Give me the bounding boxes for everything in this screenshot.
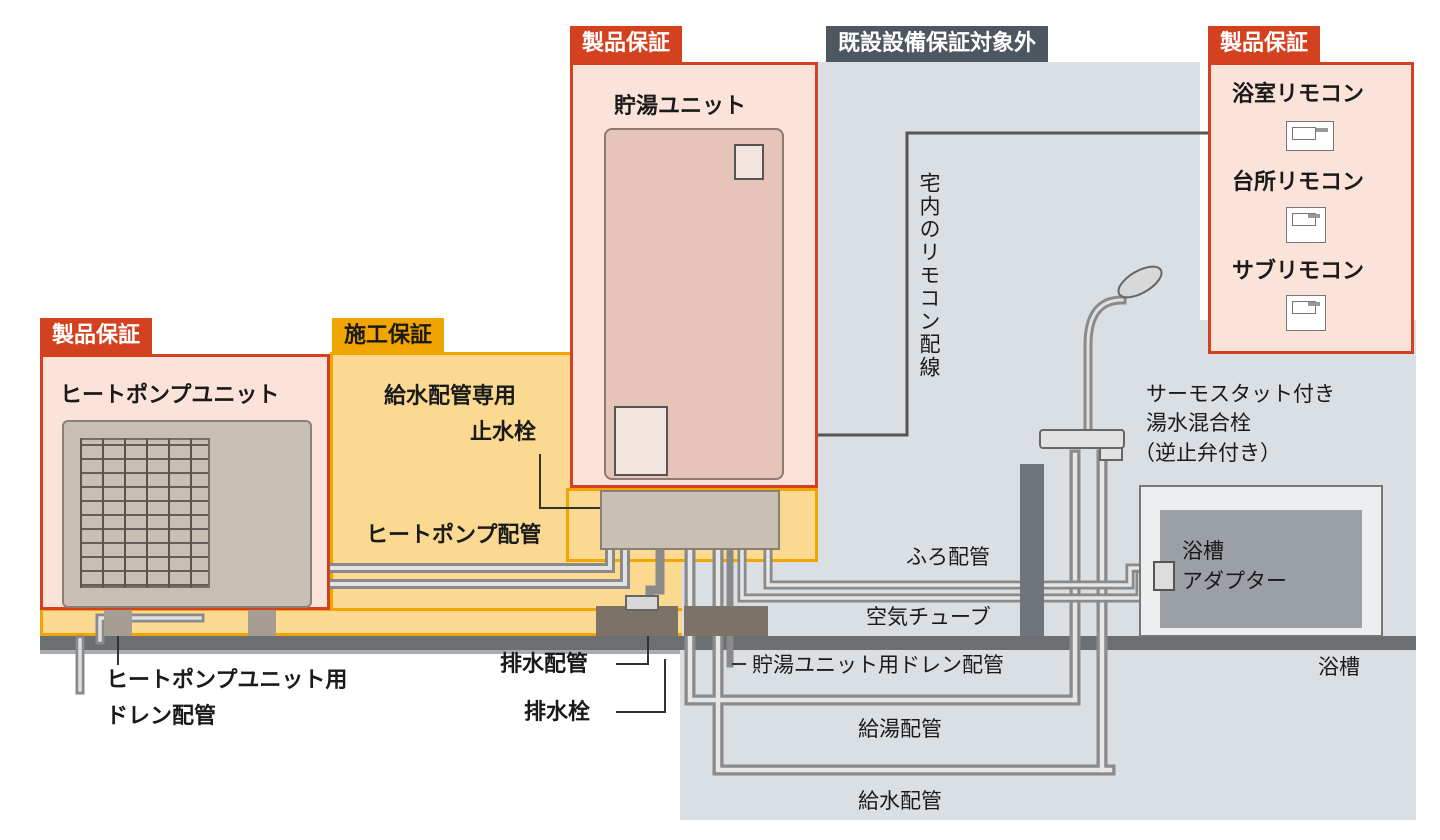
product-warranty-tag-tank: 製品保証	[570, 26, 683, 62]
tank-title: 貯湯ユニット	[614, 94, 747, 119]
kitchen-remote-icon	[1286, 207, 1326, 243]
product-warranty-tag-remotes: 製品保証	[1208, 26, 1321, 62]
construction-warranty-tag: 施工保証	[332, 318, 445, 354]
existing-equipment-zone-right	[1200, 362, 1416, 402]
water-supply-label: 給水配管	[858, 789, 942, 813]
tank-panel-top	[734, 144, 764, 180]
bath-pipe-label: ふろ配管	[906, 545, 990, 569]
hp-drain-label-1: ヒートポンプユニット用	[106, 668, 348, 693]
bathtub-label: 浴槽	[1318, 655, 1360, 679]
stop-valve-label-2: 止水栓	[470, 420, 537, 445]
bath-adapter-label-1: 浴槽	[1182, 539, 1224, 563]
heat-pump-pipe-label: ヒートポンプ配管	[366, 523, 542, 548]
drain-box	[596, 595, 678, 636]
remote-wiring-label: 宅内のリモコン配線	[917, 172, 941, 379]
tank-drain-label: 貯湯ユニット用ドレン配管	[752, 653, 1004, 677]
hot-water-tank	[604, 128, 784, 480]
bath-adapter-label-2: アダプター	[1182, 569, 1287, 593]
tank-fittings	[600, 490, 780, 550]
mixer-label-1: サーモスタット付き	[1146, 382, 1335, 406]
heat-pump-title: ヒートポンプユニット	[60, 383, 280, 408]
tank-panel-bottom	[614, 406, 668, 476]
shower-head	[1117, 265, 1163, 299]
hot-supply-label: 給湯配管	[858, 717, 942, 741]
mixer-faucet	[1039, 429, 1125, 461]
stop-valve-label-1: 給水配管専用	[384, 384, 517, 409]
mixer-label-2: 湯水混合栓	[1146, 411, 1251, 435]
drain-pipe-label: 排水配管	[500, 652, 589, 677]
kitchen-remote-label: 台所リモコン	[1232, 170, 1365, 195]
air-tube-label: 空気チューブ	[866, 605, 991, 629]
ground-shadow	[40, 650, 680, 654]
heat-pump-unit	[62, 420, 312, 608]
bathroom-remote-icon	[1286, 121, 1334, 151]
partition-wall	[1020, 464, 1044, 636]
bathroom-remote-label: 浴室リモコン	[1232, 82, 1365, 107]
sub-remote-icon	[1286, 295, 1326, 331]
product-warranty-tag-heat-pump: 製品保証	[40, 318, 153, 354]
sub-remote-label: サブリモコン	[1232, 259, 1365, 284]
hp-drain-label-2: ドレン配管	[106, 704, 217, 729]
bathtub-body	[1139, 485, 1383, 637]
drain-plug-label: 排水栓	[524, 700, 591, 725]
mixer-label-3: （逆止弁付き）	[1134, 441, 1281, 465]
existing-equipment-tag: 既設設備保証対象外	[826, 26, 1049, 62]
remote-wiring	[783, 131, 1212, 437]
